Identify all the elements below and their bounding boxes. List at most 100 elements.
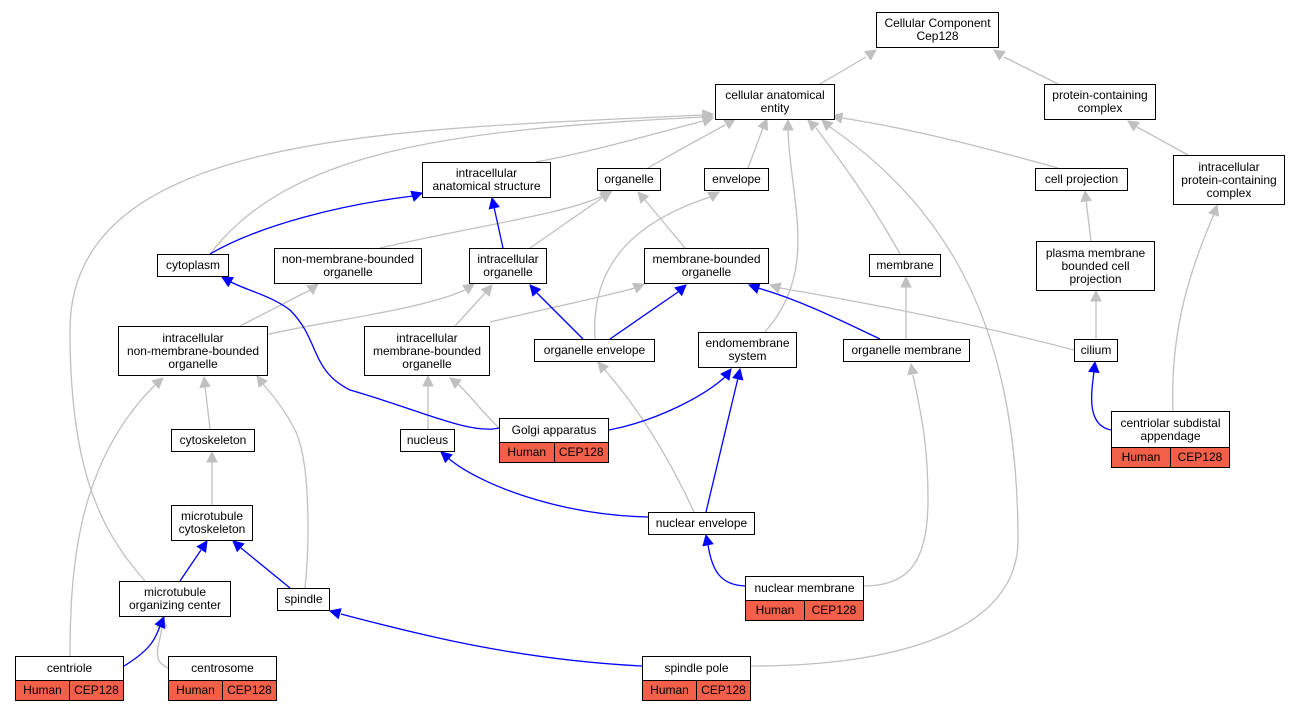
edge-line [819, 56, 867, 85]
edge-line [156, 626, 169, 669]
arrowhead [900, 275, 912, 288]
node-cellular-anatomical-entity[interactable]: cellular anatomical entity [715, 84, 835, 120]
node-intracellular-anatomical-structure[interactable]: intracellular anatomical structure [422, 162, 551, 198]
edge-envelope-cae [747, 117, 769, 169]
node-golgi-apparatus[interactable]: Golgi apparatus Human CEP128 [499, 418, 609, 463]
edge-line [707, 544, 746, 587]
arrowhead [449, 377, 462, 389]
edge-line [747, 127, 764, 169]
arrowhead [632, 282, 646, 294]
gene-tag: CEP128 [69, 681, 123, 700]
node-intracellular-organelle[interactable]: intracellular organelle [469, 248, 547, 284]
node-organelle-envelope[interactable]: organelle envelope [534, 339, 655, 362]
node-label: centriole [46, 661, 93, 675]
edge-golgi-cytoplasm [221, 276, 500, 430]
node-cilium[interactable]: cilium [1074, 339, 1118, 362]
node-cytoskeleton[interactable]: cytoskeleton [171, 429, 255, 452]
arrowhead [864, 49, 877, 61]
node-plasma-membrane-bounded-cell-projection[interactable]: plasma membrane bounded cell projection [1036, 241, 1155, 291]
edge-spindle-inmbo [256, 375, 309, 589]
edge-line [240, 547, 291, 589]
edge-mtcyto-cytoskeleton [206, 450, 218, 505]
node-spindle[interactable]: spindle [277, 588, 330, 611]
edge-line [863, 374, 929, 587]
edge-pcc-root [993, 49, 1059, 85]
node-protein-containing-complex[interactable]: protein-containing complex [1044, 84, 1156, 120]
edge-line [594, 196, 711, 340]
arrowhead [702, 533, 714, 547]
node-microtubule-organizing-center[interactable]: microtubule organizing center [119, 581, 231, 617]
node-organelle[interactable]: organelle [597, 168, 661, 191]
node-label: centriolar subdistal appendage [1120, 415, 1221, 443]
node-cell-projection[interactable]: cell projection [1035, 168, 1128, 191]
node-spindle-pole[interactable]: spindle pole Human CEP128 [642, 656, 751, 701]
edge-cilium-mbo [768, 282, 1075, 351]
edge-cellproj-cae [830, 112, 1059, 169]
edge-line [454, 291, 487, 327]
node-organelle-membrane[interactable]: organelle membrane [843, 339, 970, 362]
edge-csa-cilium [1088, 360, 1112, 431]
arrowhead [256, 375, 268, 388]
node-cellular-component-root[interactable]: Cellular Component Cep128 [876, 12, 999, 48]
species-tag: Human [746, 601, 804, 620]
arrowhead [1080, 189, 1092, 203]
edge-imbo-io [454, 284, 493, 327]
edge-nucleus-imbo [422, 374, 434, 429]
node-cytoplasm[interactable]: cytoplasm [157, 254, 229, 277]
edge-omem-mbo [747, 282, 881, 340]
gene-tag: CEP128 [696, 681, 750, 700]
edge-membrane-cae [807, 119, 901, 255]
gene-tag: CEP128 [553, 443, 608, 462]
node-envelope[interactable]: envelope [704, 168, 769, 191]
edge-io-organelle [529, 191, 612, 249]
edge-line [340, 613, 643, 667]
edge-endo-cae [764, 118, 799, 333]
node-intracellular-membrane-bounded-organelle[interactable]: intracellular membrane-bounded organelle [364, 326, 490, 376]
node-centrosome[interactable]: centrosome Human CEP128 [168, 656, 277, 701]
edge-line [179, 549, 202, 582]
node-nucleus[interactable]: nucleus [400, 429, 455, 452]
node-centriole[interactable]: centriole Human CEP128 [15, 656, 124, 701]
node-membrane[interactable]: membrane [869, 254, 941, 277]
edge-nmem-omem [863, 362, 929, 587]
annotation-tags: Human CEP128 [746, 600, 863, 620]
node-microtubule-cytoskeleton[interactable]: microtubule cytoskeleton [171, 505, 253, 541]
node-endomembrane-system[interactable]: endomembrane system [698, 332, 797, 368]
arrowhead [1127, 120, 1140, 132]
arrowhead [199, 375, 211, 389]
edge-cytoskeleton-inmbo [199, 375, 211, 430]
species-tag: Human [16, 681, 69, 700]
arrowhead [151, 377, 164, 390]
edge-line [493, 206, 504, 249]
node-label: Golgi apparatus [511, 423, 597, 437]
arrowhead [480, 284, 493, 297]
arrowhead [232, 540, 245, 553]
gene-tag: CEP128 [804, 601, 863, 620]
edge-line [379, 195, 604, 249]
arrowhead [462, 283, 475, 295]
edge-mtoc-cae [69, 109, 715, 582]
arrowhead [637, 191, 650, 204]
species-tag: Human [500, 443, 554, 462]
arrowhead [154, 615, 166, 629]
edge-line [1090, 370, 1112, 431]
edge-spole-spindle [328, 608, 643, 667]
node-nuclear-membrane[interactable]: nuclear membrane Human CEP128 [745, 576, 864, 621]
node-intracellular-non-membrane-bounded-organelle[interactable]: intracellular non-membrane-bounded organ… [118, 326, 268, 376]
edge-line [529, 197, 603, 249]
edge-ias-cae [535, 115, 715, 163]
edge-line [1003, 56, 1059, 85]
node-non-membrane-bounded-organelle[interactable]: non-membrane-bounded organelle [274, 248, 422, 284]
edge-io-ias [488, 196, 504, 249]
node-intracellular-protein-containing-complex[interactable]: intracellular protein-containing complex [1173, 155, 1285, 205]
edge-oenv-envelope [594, 191, 720, 340]
arrowhead [206, 450, 218, 463]
node-nuclear-envelope[interactable]: nuclear envelope [648, 512, 755, 535]
arrowhead [1088, 360, 1100, 374]
species-tag: Human [643, 681, 696, 700]
edge-line [647, 124, 726, 169]
node-membrane-bounded-organelle[interactable]: membrane-bounded organelle [644, 248, 769, 284]
arrowhead [1208, 203, 1220, 217]
node-centriolar-subdistal-appendage[interactable]: centriolar subdistal appendage Human CEP… [1111, 411, 1230, 468]
